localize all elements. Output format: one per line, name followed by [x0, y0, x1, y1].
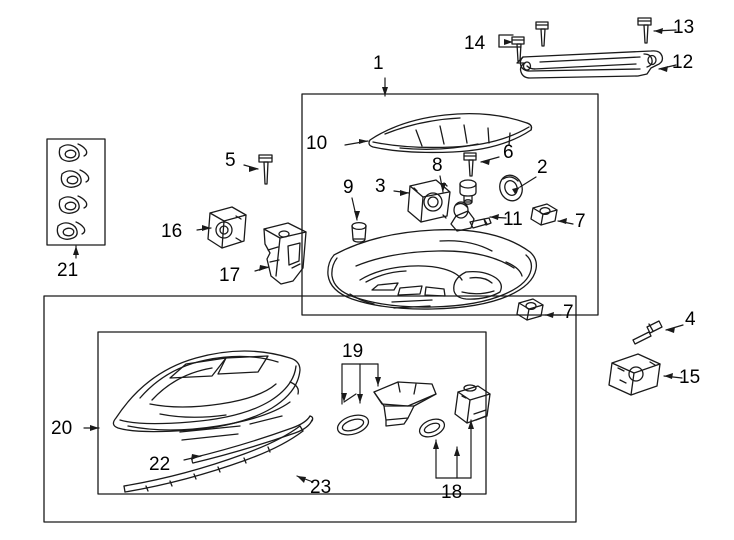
callout-5: 5: [225, 150, 236, 171]
leader-lines: [75, 29, 684, 483]
callout-20: 20: [51, 418, 73, 439]
part-2-grommet: [499, 174, 523, 202]
group-box-lower: [43, 295, 577, 523]
callout-7-lower: 7: [563, 302, 574, 323]
part-3-bracket: [407, 179, 451, 223]
part-8-bushing: [459, 179, 477, 205]
group-box-clip-strip: [46, 138, 106, 246]
group-box-inner-lower: [97, 331, 487, 495]
callout-9: 9: [343, 177, 354, 198]
callout-22: 22: [149, 454, 171, 475]
callout-23: 23: [310, 477, 332, 498]
part-21-clips: [56, 143, 90, 240]
callout-7: 7: [575, 211, 586, 232]
part-22-seal-strip: [191, 415, 314, 464]
callout-19: 19: [342, 341, 364, 362]
part-7-nut-lower: [516, 298, 544, 321]
part-1-headlamp-assembly: [327, 229, 538, 310]
part-18-bulb: [454, 384, 491, 424]
group-box-main: [301, 93, 599, 316]
callout-12: 12: [672, 52, 694, 73]
part-20-lower-housing: [112, 350, 301, 441]
callout-3: 3: [375, 176, 386, 197]
callout-14: 14: [464, 33, 486, 54]
part-17-bracket: [263, 222, 307, 285]
part-13-bolt: [637, 17, 652, 44]
callout-6: 6: [503, 142, 514, 163]
part-12-bracket: [516, 50, 664, 79]
callout-8: 8: [432, 155, 443, 176]
part-15-module: [608, 353, 661, 396]
callout-10: 10: [306, 133, 328, 154]
part-7-nut-upper: [530, 203, 558, 226]
part-11-bulb: [450, 201, 492, 232]
part-10-upper-cover: [368, 112, 533, 154]
callout-15: 15: [679, 367, 701, 388]
part-18-seal: [418, 418, 446, 438]
part-19-duct: [373, 381, 437, 427]
callout-18: 18: [441, 482, 463, 503]
callout-11: 11: [503, 209, 523, 230]
callout-4: 4: [685, 309, 696, 330]
part-23-trim-strip: [123, 425, 304, 493]
part-19-gasket: [336, 414, 370, 436]
callout-21: 21: [57, 260, 79, 281]
callout-13: 13: [673, 17, 695, 38]
part-5-bolt: [258, 154, 273, 185]
callout-16: 16: [161, 221, 183, 242]
part-6-bolt: [463, 152, 477, 177]
part-4-bolt: [632, 320, 663, 345]
leader-arrowheads: [73, 28, 675, 483]
callout-2: 2: [537, 157, 548, 178]
part-9-bushing: [351, 221, 367, 243]
part-16-module: [207, 206, 247, 249]
callout-1: 1: [373, 53, 384, 74]
callout-17: 17: [219, 265, 241, 286]
